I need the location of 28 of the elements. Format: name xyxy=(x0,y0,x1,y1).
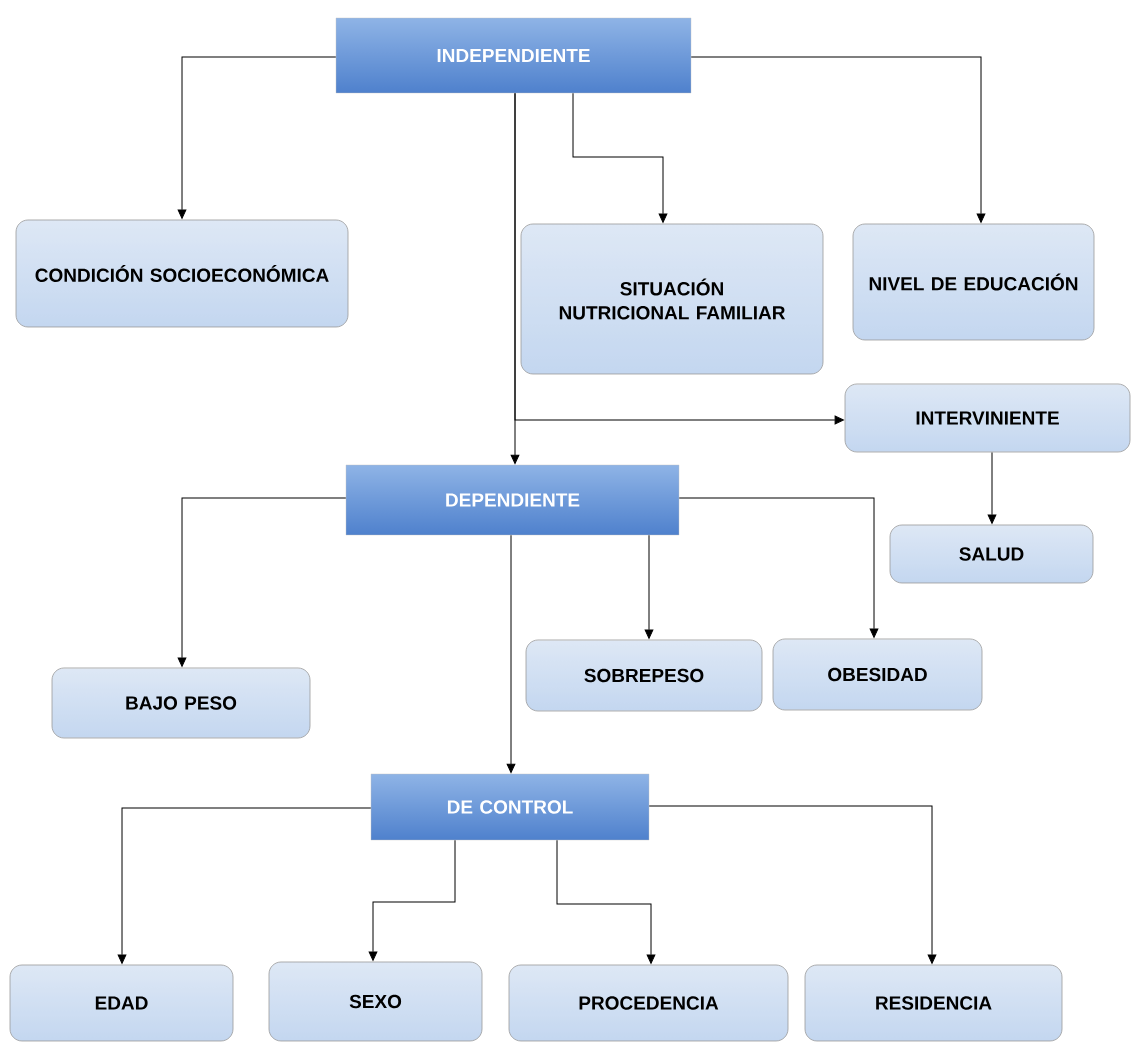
arrow xyxy=(644,534,654,639)
variable-box: BAJO PESO xyxy=(51,667,311,739)
variable-box: PROCEDENCIA xyxy=(508,964,789,1042)
arrow xyxy=(678,497,879,638)
arrow xyxy=(514,92,844,425)
arrow xyxy=(177,56,337,219)
category-box: INDEPENDIENTE xyxy=(335,17,692,94)
arrow xyxy=(117,807,372,964)
arrow xyxy=(506,534,516,774)
variable-box: SEXO xyxy=(268,961,483,1042)
variable-box: RESIDENCIA xyxy=(804,964,1063,1042)
variable-box: NIVEL DE EDUCACIÓN xyxy=(852,223,1095,341)
variable-box: OBESIDAD xyxy=(772,638,983,711)
arrow xyxy=(556,839,656,964)
variable-box: EDAD xyxy=(9,964,234,1042)
arrow xyxy=(648,805,937,964)
variable-box: SOBREPESO xyxy=(525,639,763,712)
arrow xyxy=(987,451,997,524)
category-box: DEPENDIENTE xyxy=(345,464,680,536)
arrow xyxy=(572,92,668,223)
arrow xyxy=(177,497,347,667)
category-box: DE CONTROL xyxy=(370,773,650,841)
variable-box: SALUD xyxy=(889,524,1094,584)
arrow xyxy=(690,56,986,223)
variable-box: CONDICIÓN SOCIOECONÓMICA xyxy=(15,219,349,328)
arrow xyxy=(368,839,456,961)
variable-box: INTERVINIENTE xyxy=(844,383,1131,453)
variable-box: SITUACIÓN NUTRICIONAL FAMILIAR xyxy=(520,223,824,375)
